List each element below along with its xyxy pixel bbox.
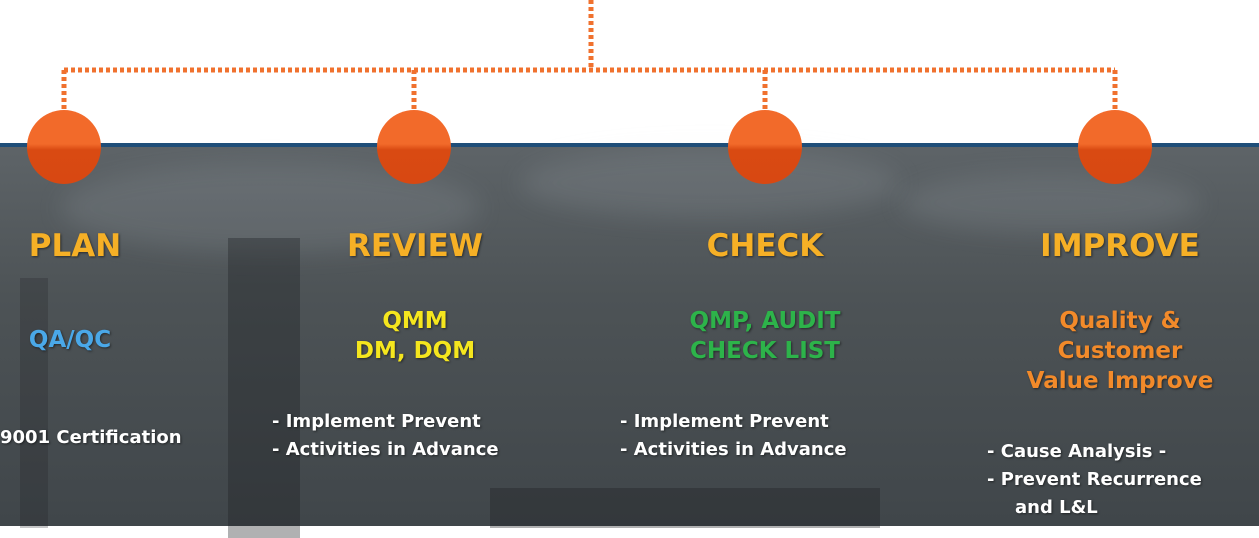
review-subtitle: QMM DM, DQM [325, 306, 505, 366]
plan-subtitle: QA/QC [15, 325, 125, 355]
improve-subtitle-line: Customer [1057, 338, 1183, 364]
review-bullets: - Implement Prevent - Activities in Adva… [272, 408, 499, 464]
smokestack-silhouette [228, 238, 300, 538]
review-heading: REVIEW [347, 228, 483, 264]
check-subtitle-line: CHECK LIST [689, 338, 841, 364]
improve-bullet-line: and L&L [1015, 497, 1098, 518]
check-bullets: - Implement Prevent - Activities in Adva… [620, 408, 847, 464]
improve-subtitle-line: Quality & [1059, 308, 1181, 334]
review-bullet-line: - Activities in Advance [272, 439, 499, 460]
check-subtitle-line: QMP, AUDIT [689, 308, 841, 334]
check-node-circle [728, 110, 802, 184]
check-bullet-line: - Implement Prevent [620, 411, 829, 432]
connector-lines [61, 0, 1118, 112]
smoke-haze [520, 148, 900, 218]
check-bullet-line: - Activities in Advance [620, 439, 847, 460]
improve-heading: IMPROVE [1040, 228, 1200, 264]
smokestack-silhouette [20, 278, 48, 528]
check-subtitle: QMP, AUDIT CHECK LIST [660, 306, 870, 366]
review-subtitle-line: QMM [382, 308, 448, 334]
plan-heading: PLAN [28, 228, 122, 264]
improve-subtitle: Quality & Customer Value Improve [1005, 306, 1235, 396]
improve-bullet-line: - Cause Analysis - [987, 441, 1167, 462]
factory-roof-silhouette [490, 488, 880, 528]
plan-bullet-line: 9001 Certification [0, 427, 182, 448]
plan-subtitle-line: QA/QC [28, 327, 112, 353]
plan-node-circle [27, 110, 101, 184]
plan-bullets: 9001 Certification [0, 424, 182, 452]
improve-node-circle [1078, 110, 1152, 184]
improve-subtitle-line: Value Improve [1026, 368, 1214, 394]
connector-group [61, 0, 1118, 112]
header-background [0, 0, 1259, 143]
review-node-circle [377, 110, 451, 184]
check-heading: CHECK [706, 228, 824, 264]
divider-band [0, 143, 1259, 147]
review-subtitle-line: DM, DQM [354, 338, 476, 364]
review-bullet-line: - Implement Prevent [272, 411, 481, 432]
improve-bullets: - Cause Analysis - - Prevent Recurrence … [987, 438, 1202, 522]
industrial-photo-background [0, 143, 1259, 538]
improve-bullet-line: - Prevent Recurrence [987, 469, 1202, 490]
smoke-haze [900, 173, 1200, 233]
